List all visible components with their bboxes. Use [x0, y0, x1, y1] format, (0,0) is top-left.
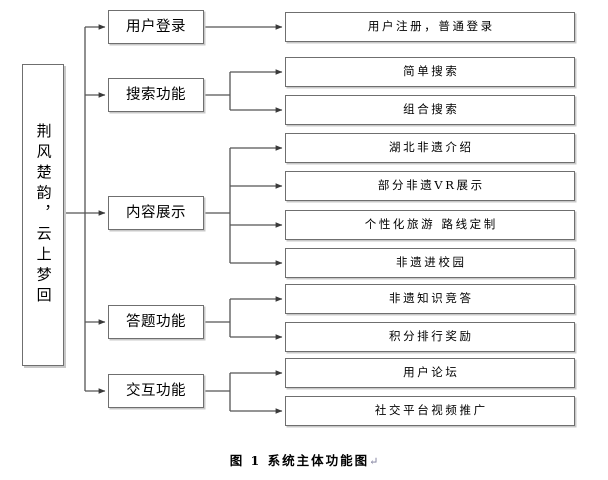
- node-interaction-function-label: 交互功能: [126, 382, 186, 399]
- node-register-login[interactable]: 用户注册，普通登录: [285, 12, 575, 42]
- node-search-function-label: 搜索功能: [126, 86, 186, 103]
- node-social-video-promo-label: 社交平台视频推广: [374, 403, 488, 418]
- node-register-login-label: 用户注册，普通登录: [367, 19, 495, 34]
- figure-caption: 图 1 系统主体功能图↵: [0, 450, 608, 469]
- node-social-video-promo[interactable]: 社交平台视频推广: [285, 396, 575, 426]
- node-ich-into-campus[interactable]: 非遗进校园: [285, 248, 575, 278]
- node-custom-tour-route[interactable]: 个性化旅游 路线定制: [285, 210, 575, 240]
- node-simple-search[interactable]: 简单搜索: [285, 57, 575, 87]
- node-quiz-function-label: 答题功能: [126, 313, 186, 330]
- figure-caption-text: 图 1 系统主体功能图: [229, 453, 370, 468]
- node-hubei-ich-intro[interactable]: 湖北非遗介绍: [285, 133, 575, 163]
- node-quiz-function[interactable]: 答题功能: [108, 305, 204, 339]
- node-content-display-label: 内容展示: [126, 204, 186, 221]
- node-hubei-ich-intro-label: 湖北非遗介绍: [388, 140, 474, 155]
- node-root-system-title[interactable]: 荆风楚韵，云上梦回: [22, 64, 64, 366]
- node-interaction-function[interactable]: 交互功能: [108, 374, 204, 408]
- node-user-forum-label: 用户论坛: [403, 365, 460, 380]
- node-combined-search[interactable]: 组合搜索: [285, 95, 575, 125]
- node-content-display[interactable]: 内容展示: [108, 196, 204, 230]
- node-ich-vr-display[interactable]: 部分非遗VR展示: [285, 171, 575, 201]
- node-points-ranking-reward-label: 积分排行奖励: [388, 329, 474, 344]
- node-ich-knowledge-quiz-label: 非遗知识竞答: [388, 291, 474, 306]
- node-ich-knowledge-quiz[interactable]: 非遗知识竞答: [285, 284, 575, 314]
- node-search-function[interactable]: 搜索功能: [108, 78, 204, 112]
- node-user-forum[interactable]: 用户论坛: [285, 358, 575, 388]
- node-points-ranking-reward[interactable]: 积分排行奖励: [285, 322, 575, 352]
- node-root-label: 荆风楚韵，云上梦回: [34, 122, 53, 308]
- node-simple-search-label: 简单搜索: [403, 64, 460, 79]
- node-user-login[interactable]: 用户登录: [108, 10, 204, 44]
- node-ich-into-campus-label: 非遗进校园: [396, 255, 467, 270]
- node-combined-search-label: 组合搜索: [403, 102, 460, 117]
- node-user-login-label: 用户登录: [126, 18, 186, 35]
- paragraph-mark-icon: ↵: [369, 455, 379, 468]
- node-custom-tour-route-label: 个性化旅游 路线定制: [364, 217, 498, 232]
- node-ich-vr-display-label: 部分非遗VR展示: [377, 178, 485, 193]
